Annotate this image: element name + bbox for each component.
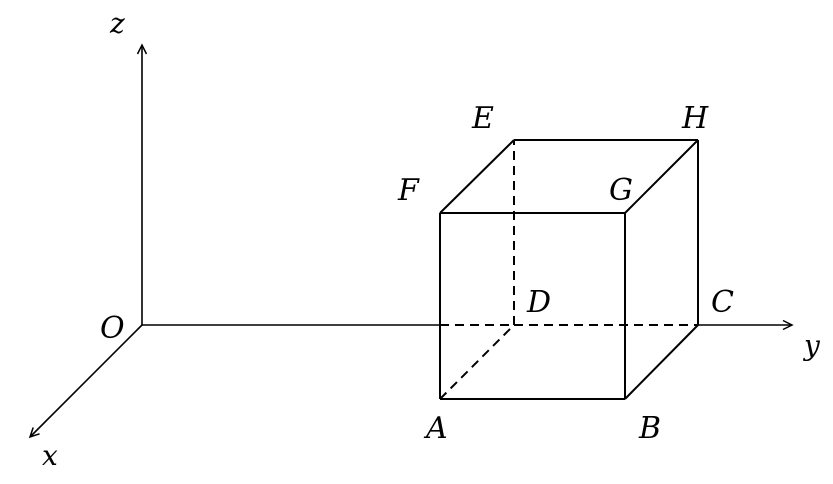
vertex-label-H: H — [681, 101, 709, 136]
edge-BC — [624, 324, 699, 400]
vertex-label-G: G — [609, 173, 633, 208]
edge-GH — [624, 139, 699, 214]
vertex-label-D: D — [526, 285, 551, 320]
vertex-label-B: B — [638, 411, 661, 446]
vertex-label-F: F — [397, 173, 420, 208]
origin-label: O — [100, 311, 125, 346]
x-axis-label: x — [42, 439, 58, 472]
edge-AD-hidden — [439, 324, 515, 400]
z-axis-label: z — [109, 7, 125, 40]
edge-FE — [439, 139, 515, 214]
x-axis — [28, 324, 143, 439]
vertex-label-C: C — [711, 285, 734, 320]
vertex-label-E: E — [471, 101, 494, 136]
y-axis-label: y — [802, 329, 821, 362]
vertex-label-A: A — [423, 411, 448, 446]
